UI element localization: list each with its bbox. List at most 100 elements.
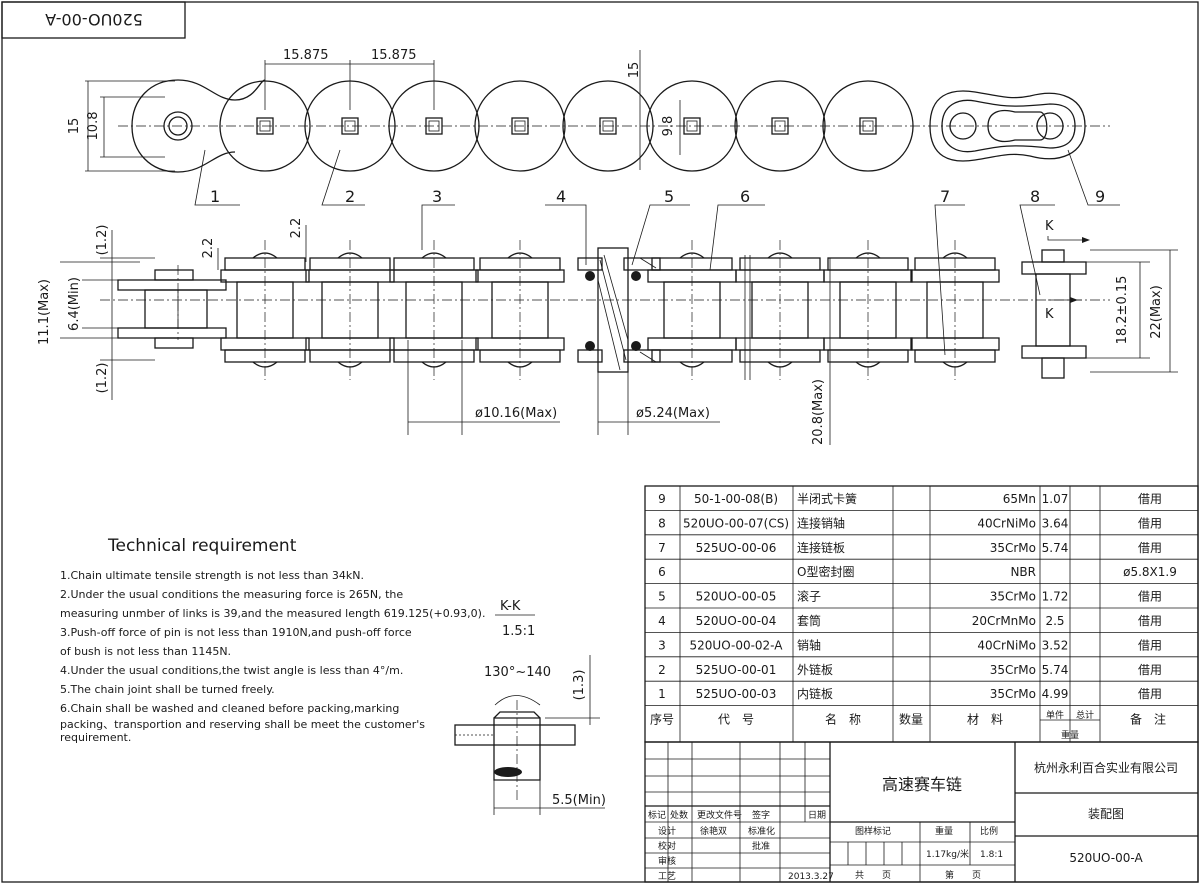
bom-cell: 借用 [1138,663,1162,677]
bom-cell: 2.5 [1045,614,1064,628]
dim-pitch-a: 15.875 [283,48,329,63]
bom-cell: 35CrMo [990,590,1036,604]
bom-cell: 3.64 [1042,516,1069,530]
requirement-item: 4.Under the usual conditions,the twist a… [60,664,404,677]
scale-value: 1.8:1 [980,850,1003,860]
bom-cell: 20CrMnMo [972,614,1036,628]
bom-cell: 525UO-00-03 [696,687,777,701]
chain-plate-lobe [822,80,914,172]
standard-label: 标准化 [748,825,775,837]
title-block: 标记 处数 更改文件号 签字 日期 设计 徐艳双 标准化 校对 批准 审核 工艺… [644,741,1199,883]
bom-cell: 销轴 [797,637,821,652]
bom-cell: 4 [658,614,666,628]
chain-plate-lobe [562,80,654,172]
pin-square [859,117,877,135]
bom-cell: ø5.8X1.9 [1123,565,1177,579]
chain-top-view [118,79,1110,173]
bom-cell: 2 [658,663,666,677]
dim-overall-a: 20.8(Max) [811,379,826,445]
bom-cell: 7 [658,541,666,555]
bom-cell: 40CrNiMo [977,516,1036,530]
bom-cell: 520UO-00-04 [696,614,777,628]
bom-cell: 借用 [1138,590,1162,604]
bom-cell: 借用 [1138,516,1162,530]
bom-cell: 滚子 [797,589,821,604]
bom-cell: 5.74 [1042,541,1069,555]
bom-cell: 外链板 [797,662,833,677]
bom-header: 总计 [1076,709,1094,721]
bom-cell: 借用 [1138,638,1162,652]
dim-width-max: 11.1(Max) [37,279,52,345]
drawing-type: 装配图 [1088,807,1124,821]
bom-header: 数量 [899,712,923,727]
roller-assembly [305,240,395,380]
code-box-text: 520UO-00-A [45,10,143,29]
pin-inner [774,120,786,132]
rev-header-4: 日期 [808,810,826,821]
callout-1: 1 [210,187,220,206]
pin-square [256,117,274,135]
date: 2013.3.27 [788,872,834,882]
pin-square [771,117,789,135]
dim-pin-dia: ø5.24(Max) [636,406,710,421]
bom-cell: 65Mn [1003,492,1036,506]
bom-cell: 8 [658,516,666,530]
rev-header-0: 标记 [648,809,666,821]
roller-assembly [823,240,913,380]
requirement-item: of bush is not less than 1145N. [60,645,232,658]
bom-cell: 3.52 [1042,638,1069,652]
callout-8: 8 [1030,187,1040,206]
bom-cell: 520UO-00-02-A [690,638,784,652]
requirement-item: 6.Chain shall be washed and cleaned befo… [60,702,400,715]
requirement-item: requirement. [60,731,132,744]
rev-header-2: 更改文件号 [697,809,742,821]
callout-3: 3 [432,187,442,206]
pin-inner [514,120,526,132]
dim-overall-b: 18.2±0.15 [1115,276,1130,345]
review-label: 审核 [658,855,676,867]
requirements-title: Technical requirement [108,536,297,556]
bom-cell: 520UO-00-05 [696,590,777,604]
drawing-number: 520UO-00-A [1069,851,1143,865]
pin-square [425,117,443,135]
requirement-item: 2.Under the usual conditions the measuri… [60,588,404,601]
bom-header: 备 注 [1130,712,1166,727]
dim-plate-thk-b: 2.2 [289,218,304,239]
callout-6: 6 [740,187,750,206]
callout-5: 5 [664,187,674,206]
pin-square [683,117,701,135]
dim-waist-right: 9.8 [661,116,676,137]
requirement-item: 1.Chain ultimate tensile strength is not… [60,569,364,582]
rev-header-1: 处数 [670,809,688,821]
dim-plate-height: 15 [67,118,82,135]
bom-cell: 借用 [1138,492,1162,506]
dim-plate-waist: 10.8 [86,112,101,141]
roller-assembly [475,240,565,380]
scale-label: 比例 [980,825,998,837]
bom-cell: 连接链板 [797,540,845,555]
bom-cell: NBR [1010,565,1036,579]
bom-cell: 9 [658,492,666,506]
section-mark-top: K [1045,219,1054,234]
callout-numbers: 1 2 3 4 5 6 7 8 9 [210,187,1105,206]
dim-pitch-b: 15.875 [371,48,417,63]
bom-cell: 套筒 [797,613,821,628]
section-dimensions: (1.2) (1.2) 11.1(Max) 6.4(Min) 2.2 2.2 ø… [37,218,1178,445]
bom-cell: 40CrNiMo [977,638,1036,652]
pin-inner [686,120,698,132]
dim-gap-top: (1.2) [95,225,110,256]
roller-assembly [647,240,737,380]
check-label: 校对 [658,840,676,852]
section-mark-mid: K [1045,307,1054,322]
callout-2: 2 [345,187,355,206]
bom-cell: 5 [658,590,666,604]
roller-assembly [220,240,310,380]
pin-square [599,117,617,135]
dim-plate-thk-a: 2.2 [201,238,216,259]
pin-inner [344,120,356,132]
kk-section-detail: K-K 1.5:1 130°~140 (1.3) 5.5(Min) [454,599,606,815]
pin-inner [259,120,271,132]
designer: 徐艳双 [700,825,727,837]
